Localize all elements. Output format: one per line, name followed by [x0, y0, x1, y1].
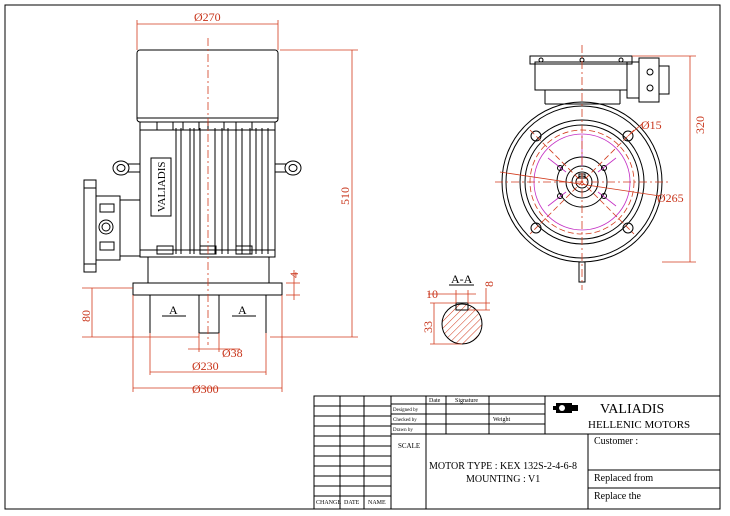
dim-265-text: Ø265 — [657, 191, 684, 205]
nameplate-text: VALIADIS — [156, 161, 168, 212]
dim-sec-10-text: 10 — [426, 287, 438, 301]
drawing-border — [4, 4, 721, 510]
weight-label: Weight — [493, 417, 511, 423]
section-marker-left: A — [162, 303, 186, 317]
dim-38-text: Ø38 — [222, 346, 243, 360]
dim-230-text: Ø230 — [192, 359, 219, 373]
dim-320: 320 — [632, 55, 707, 263]
rev-date-label: DATE — [344, 500, 360, 506]
bolt-holes — [530, 130, 634, 234]
fan-cowl — [136, 49, 279, 123]
dim-300-text: Ø300 — [192, 382, 219, 396]
lifting-eye-right — [275, 160, 302, 176]
terminal-box-front — [534, 61, 628, 91]
company-name: VALIADIS — [600, 402, 664, 417]
dim-320-text: 320 — [693, 116, 707, 134]
dim-sec-33-text: 33 — [421, 321, 435, 333]
dim-sec-10: 10 — [426, 287, 476, 303]
dim-510: 510 — [270, 49, 358, 338]
dim-sec-8-text: 8 — [482, 281, 496, 287]
signature-table: Date Signature Designed by Checked by Dr… — [391, 396, 720, 435]
company-logo — [553, 403, 578, 413]
section-title: A-A — [451, 272, 473, 286]
dim-80: 80 — [79, 287, 199, 338]
scale-label: SCALE — [398, 442, 420, 450]
dim-15-text: Ø15 — [641, 118, 662, 132]
rev-change-label: CHANGE — [316, 500, 341, 506]
front-view: 320 Ø15 Ø265 — [495, 45, 707, 290]
cooling-fins — [156, 121, 269, 255]
flange-plate — [132, 282, 283, 296]
rev-name-label: NAME — [368, 500, 386, 506]
checked-by: Checked by — [393, 418, 417, 423]
shaft — [198, 294, 220, 334]
section-marker-left-label: A — [169, 303, 178, 317]
dim-38: Ø38 — [188, 333, 243, 360]
revision-table: CHANGE DATE NAME — [314, 396, 392, 509]
section-marker-right-label: A — [238, 303, 247, 317]
ribs — [547, 135, 617, 207]
company-sub: HELLENIC MOTORS — [588, 419, 690, 431]
col-signature: Signature — [455, 398, 478, 404]
section-marker-right: A — [232, 303, 256, 317]
customer-label: Customer : — [594, 436, 638, 447]
title-block: CHANGE DATE NAME Date Signature Designed… — [313, 395, 721, 510]
side-view: VALIADIS A — [79, 10, 358, 396]
col-date: Date — [429, 398, 441, 404]
mounting: MOUNTING : V1 — [466, 474, 540, 485]
terminal-box-side — [83, 179, 141, 273]
dim-300: Ø300 — [132, 295, 283, 396]
motor-type: MOTOR TYPE : KEX 132S-2-4-6-8 — [429, 461, 577, 472]
section-a-a: A-A 10 8 33 — [421, 272, 496, 345]
keyway — [455, 302, 469, 311]
dim-sec-33: 33 — [421, 302, 462, 345]
dim-4-text: 4 — [287, 272, 301, 278]
designed-by: Designed by — [393, 408, 419, 413]
dim-4: 4 — [286, 270, 301, 300]
lifting-eye-left — [112, 160, 140, 176]
flange-neck — [147, 256, 270, 284]
dim-265: Ø265 — [499, 171, 684, 205]
dim-510-text: 510 — [338, 187, 352, 205]
drawn-by: Drawn by — [393, 428, 413, 433]
nameplate — [150, 157, 172, 217]
dim-sec-8: 8 — [468, 281, 496, 311]
dim-80-text: 80 — [79, 310, 93, 322]
replaced-from: Replaced from — [594, 473, 653, 484]
replace-the: Replace the — [594, 491, 641, 502]
dim-230: Ø230 — [149, 333, 267, 375]
dim-270: Ø270 — [136, 10, 279, 50]
cable-gland — [626, 57, 670, 103]
dim-270-text: Ø270 — [194, 10, 221, 24]
dim-15: Ø15 — [627, 118, 662, 137]
